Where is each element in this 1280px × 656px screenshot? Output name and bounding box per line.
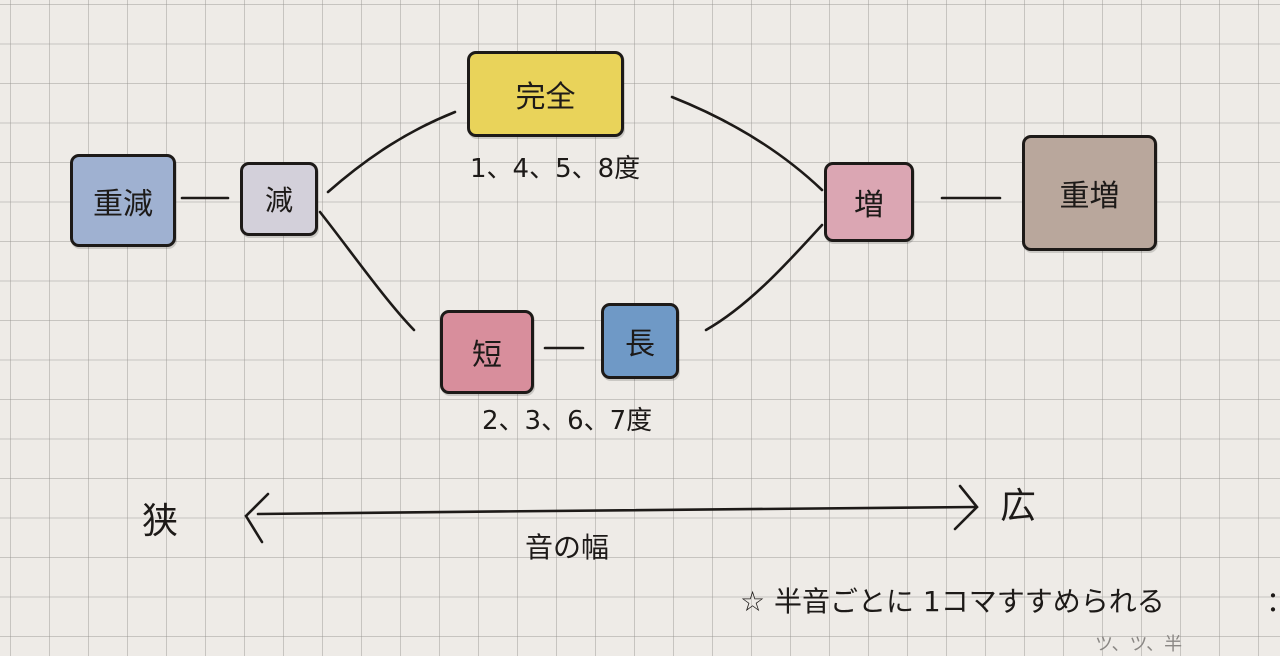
- node-double-augmented: 重増: [1022, 135, 1157, 251]
- imperfect-degrees-label: 2、3、6、7度: [482, 406, 653, 436]
- node-double-augmented-label: 重増: [1059, 179, 1120, 214]
- node-diminished-label: 減: [264, 184, 293, 217]
- footnote-fragment: ：: [1266, 580, 1280, 620]
- node-perfect: 完全: [467, 51, 624, 137]
- node-perfect-label: 完全: [515, 80, 576, 115]
- node-double-diminished-label: 重減: [93, 186, 153, 222]
- node-major: 長: [601, 303, 679, 379]
- axis-caption: 音の幅: [525, 531, 610, 564]
- axis-line: [256, 505, 977, 516]
- axis-left-label: 狭: [142, 501, 179, 542]
- perfect-degrees-label: 1、4、5、8度: [470, 154, 641, 184]
- connector-major-augmented: [704, 223, 824, 332]
- node-augmented: 増: [824, 162, 914, 242]
- node-minor: 短: [440, 310, 534, 394]
- faint-bottom-text: ツ、ツ、半: [1095, 634, 1183, 655]
- axis-right-label: 広: [1000, 486, 1037, 527]
- node-diminished: 減: [240, 162, 318, 236]
- axis-arrow-left: [244, 492, 270, 544]
- node-double-diminished: 重減: [70, 154, 176, 247]
- connector-diminished-minor: [318, 210, 416, 332]
- node-major-label: 長: [625, 327, 655, 362]
- node-augmented-label: 増: [854, 188, 884, 223]
- connector-diminished-perfect: [326, 110, 457, 194]
- node-minor-label: 短: [472, 338, 502, 373]
- footnote: ☆ 半音ごとに 1コマすすめられる: [740, 585, 1165, 618]
- axis-arrow-right: [953, 484, 979, 531]
- connector-perfect-augmented: [670, 95, 824, 192]
